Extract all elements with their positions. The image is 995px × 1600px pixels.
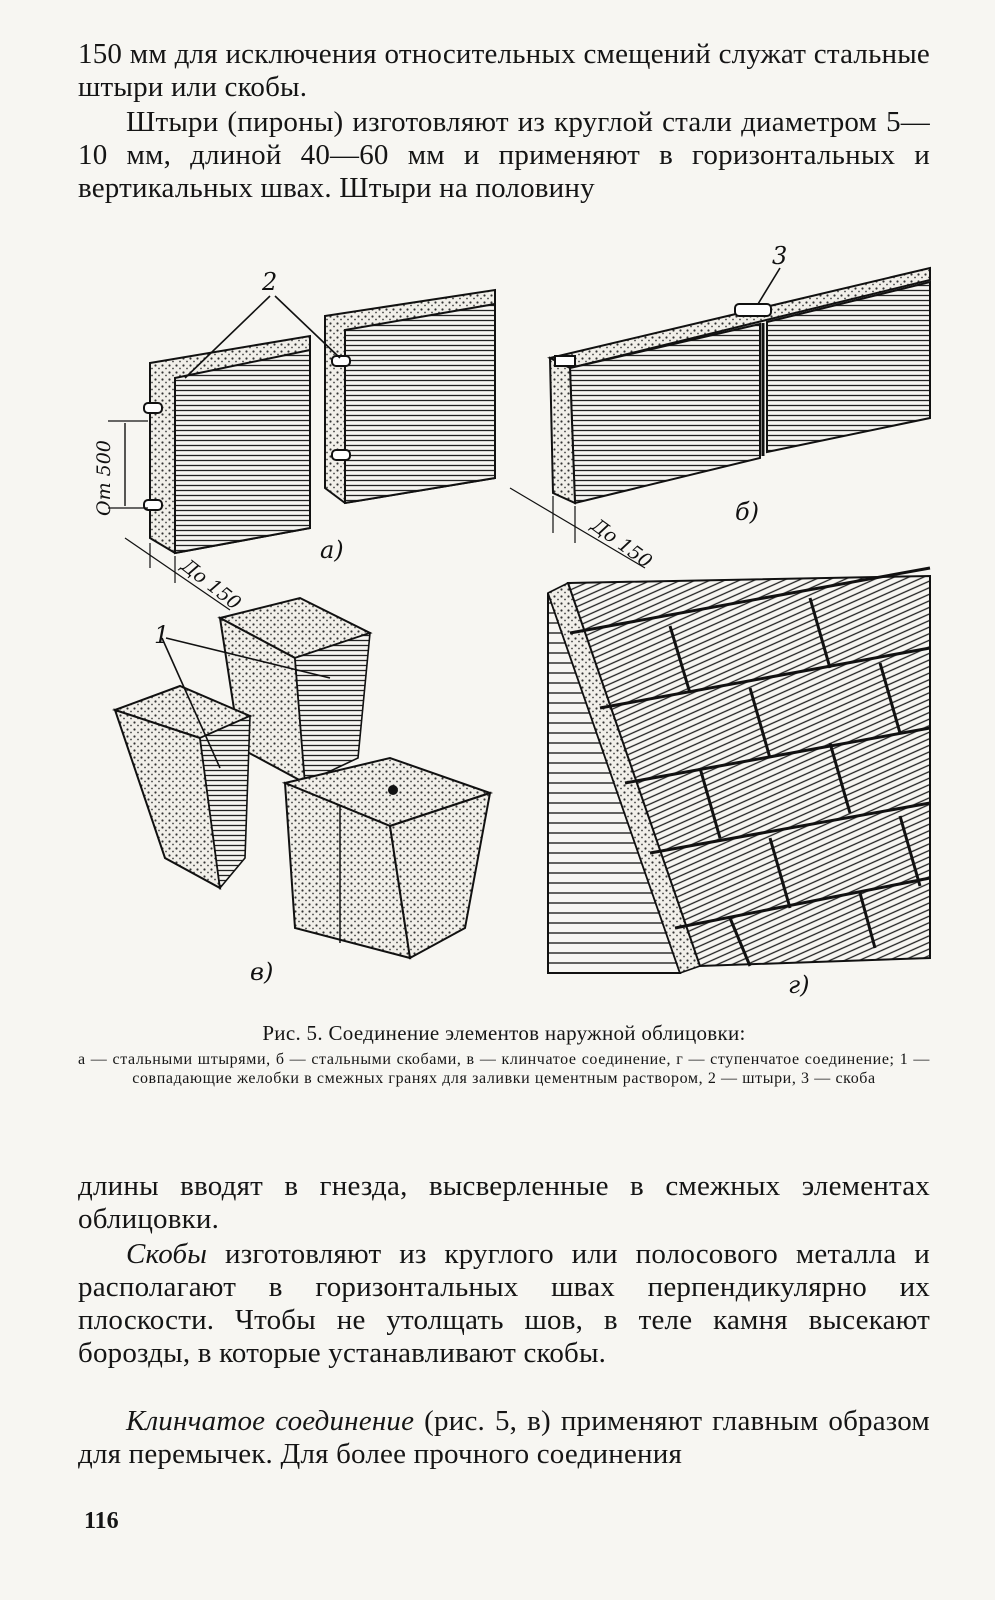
paragraph-wedge-joint: Клинчатое соединение (рис. 5, в) применя… (78, 1405, 930, 1471)
panel-v-label: в) (250, 958, 273, 986)
figure-5-illustration: 2 От 500 До 150 а) (70, 238, 940, 1018)
term-staples: Скобы (126, 1238, 208, 1270)
paragraph-pins-text: Штыри (пироны) изготовляют из круглой ст… (78, 106, 930, 204)
figure-caption: Рис. 5. Соединение элементов наружной об… (78, 1020, 930, 1088)
callout-1-label: 1 (154, 621, 169, 649)
dimension-b-depth: До 150 (586, 514, 656, 573)
panel-b-label: б) (735, 498, 759, 526)
paragraph-wedge-joint-text: (рис. 5, в) применяют главным образом дл… (78, 1405, 930, 1470)
callout-3-label: 3 (772, 242, 787, 270)
paragraph-staples: Скобы изготовляют из круглого или полосо… (78, 1238, 930, 1370)
staple-icon (554, 303, 772, 367)
callout-2-label: 2 (261, 268, 277, 296)
dimension-a-vertical: От 500 (93, 440, 115, 516)
panel-g-stepped: г) (547, 566, 931, 999)
paragraph-pins: Штыри (пироны) изготовляют из круглой ст… (78, 106, 930, 205)
term-wedge-joint: Клинчатое соединение (126, 1405, 415, 1437)
panel-b-staples: 3 До 150 б) (509, 242, 931, 573)
paragraph-staples-text: изготовляют из круглого или полосового м… (78, 1238, 930, 1369)
pin-icon (143, 355, 351, 511)
paragraph-pins-continued: длины вводят в гнезда, высверленные в см… (78, 1170, 930, 1235)
panel-g-label: г) (788, 971, 810, 999)
paragraph-top-continuation: 150 мм для исключения относительных смещ… (78, 38, 930, 103)
dimension-a-depth: До 150 (176, 554, 245, 615)
panel-a-pins: 2 От 500 До 150 а) (93, 268, 496, 615)
panel-v-wedge: 1 в) (111, 596, 494, 986)
panel-a-label: а) (320, 536, 344, 564)
caption-title: Рис. 5. Соединение элементов наружной об… (262, 1021, 746, 1045)
page-number: 116 (84, 1508, 119, 1534)
caption-legend: а — стальными штырями, б — стальными ско… (78, 1051, 930, 1087)
